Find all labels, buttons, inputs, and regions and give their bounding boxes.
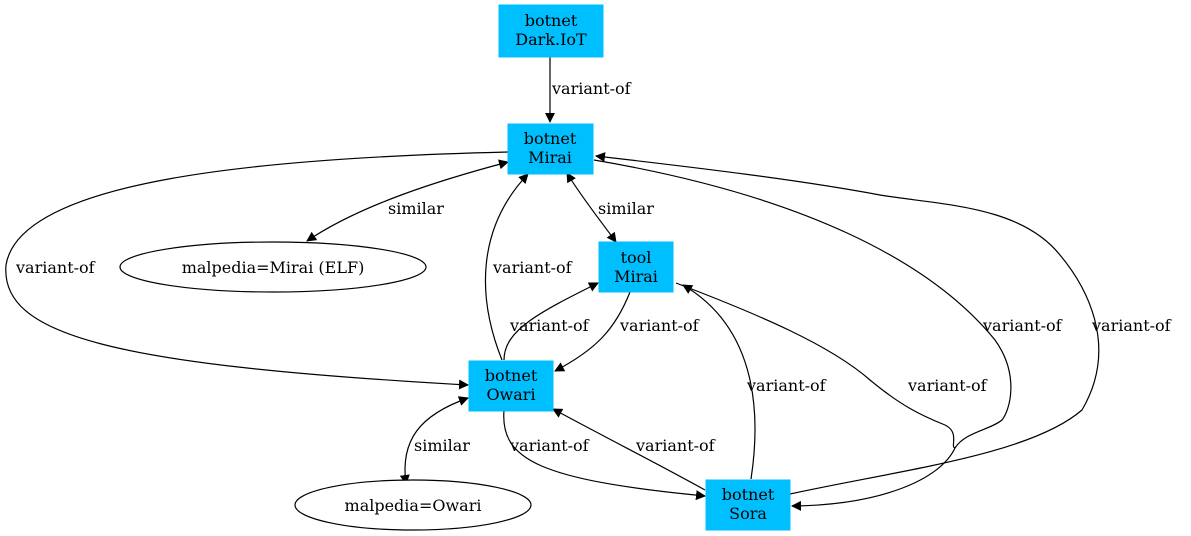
edge-label-sora-to-mirai: variant-of bbox=[1091, 316, 1172, 335]
edge-tool-to-sora bbox=[675, 282, 956, 449]
edge-mirai-malpedia-similar bbox=[306, 159, 509, 242]
node-ellipse bbox=[294, 479, 532, 531]
node-type-label: botnet bbox=[722, 485, 775, 504]
node-label: malpedia=Mirai (ELF) bbox=[182, 258, 365, 277]
node-botnet-owari[interactable]: botnet Owari bbox=[468, 360, 554, 412]
node-tool-mirai[interactable]: tool Mirai bbox=[598, 241, 674, 293]
node-name-label: Dark.IoT bbox=[515, 30, 587, 49]
edge-tool-to-owari bbox=[554, 291, 631, 372]
edge-owari-malpedia-similar bbox=[399, 396, 469, 485]
edge-owari-to-sora bbox=[503, 409, 706, 501]
edge-label-darkiot-to-mirai: variant-of bbox=[551, 79, 632, 98]
edge-sora-to-tool bbox=[682, 284, 756, 480]
edge-label-mirai-to-sora: variant-of bbox=[982, 316, 1063, 335]
node-type-label: tool bbox=[621, 248, 652, 267]
edge-label-sora-to-tool: variant-of bbox=[746, 376, 827, 395]
node-type-label: botnet bbox=[485, 366, 538, 385]
edge-label-owari-to-sora: variant-of bbox=[509, 436, 590, 455]
node-malpedia-mirai-elf[interactable]: malpedia=Mirai (ELF) bbox=[119, 241, 427, 293]
node-type-label: botnet bbox=[524, 129, 577, 148]
node-box bbox=[598, 241, 674, 293]
edge-label-owari-to-mirai: variant-of bbox=[492, 258, 573, 277]
node-type-label: botnet bbox=[525, 11, 578, 30]
edge-label-owari-to-tool: variant-of bbox=[509, 316, 590, 335]
node-name-label: Mirai bbox=[614, 267, 658, 286]
node-ellipse bbox=[119, 241, 427, 293]
node-box bbox=[498, 4, 604, 58]
node-botnet-dark-iot[interactable]: botnet Dark.IoT bbox=[498, 4, 604, 58]
node-malpedia-owari[interactable]: malpedia=Owari bbox=[294, 479, 532, 531]
edge-label-tool-to-sora: variant-of bbox=[907, 376, 988, 395]
edge-label-tool-to-owari: variant-of bbox=[619, 316, 700, 335]
edge-label-sora-to-owari: variant-of bbox=[635, 436, 716, 455]
node-botnet-sora[interactable]: botnet Sora bbox=[705, 479, 791, 531]
edge-mirai-to-owari-left bbox=[5, 151, 509, 390]
node-botnet-mirai[interactable]: botnet Mirai bbox=[507, 123, 594, 175]
edge-sora-to-owari bbox=[552, 408, 706, 491]
edge-mirai-tool-similar bbox=[566, 172, 617, 243]
node-box bbox=[705, 479, 791, 531]
edge-sora-to-mirai bbox=[595, 152, 1100, 495]
edge-label-owari-malpedia-similar: similar bbox=[414, 436, 470, 455]
node-name-label: Mirai bbox=[528, 148, 572, 167]
edge-label-mirai-malpedia-similar: similar bbox=[388, 199, 444, 218]
node-box bbox=[468, 360, 554, 412]
edge-label-mirai-to-owari-left: variant-of bbox=[15, 258, 96, 277]
edge-owari-to-mirai bbox=[484, 173, 529, 361]
node-name-label: Sora bbox=[729, 504, 767, 523]
node-box bbox=[507, 123, 594, 175]
node-label: malpedia=Owari bbox=[345, 496, 482, 515]
edge-owari-to-tool bbox=[503, 282, 599, 361]
edge-mirai-to-sora bbox=[593, 159, 1012, 511]
node-name-label: Owari bbox=[486, 385, 535, 404]
edge-label-mirai-tool-similar: similar bbox=[598, 199, 654, 218]
